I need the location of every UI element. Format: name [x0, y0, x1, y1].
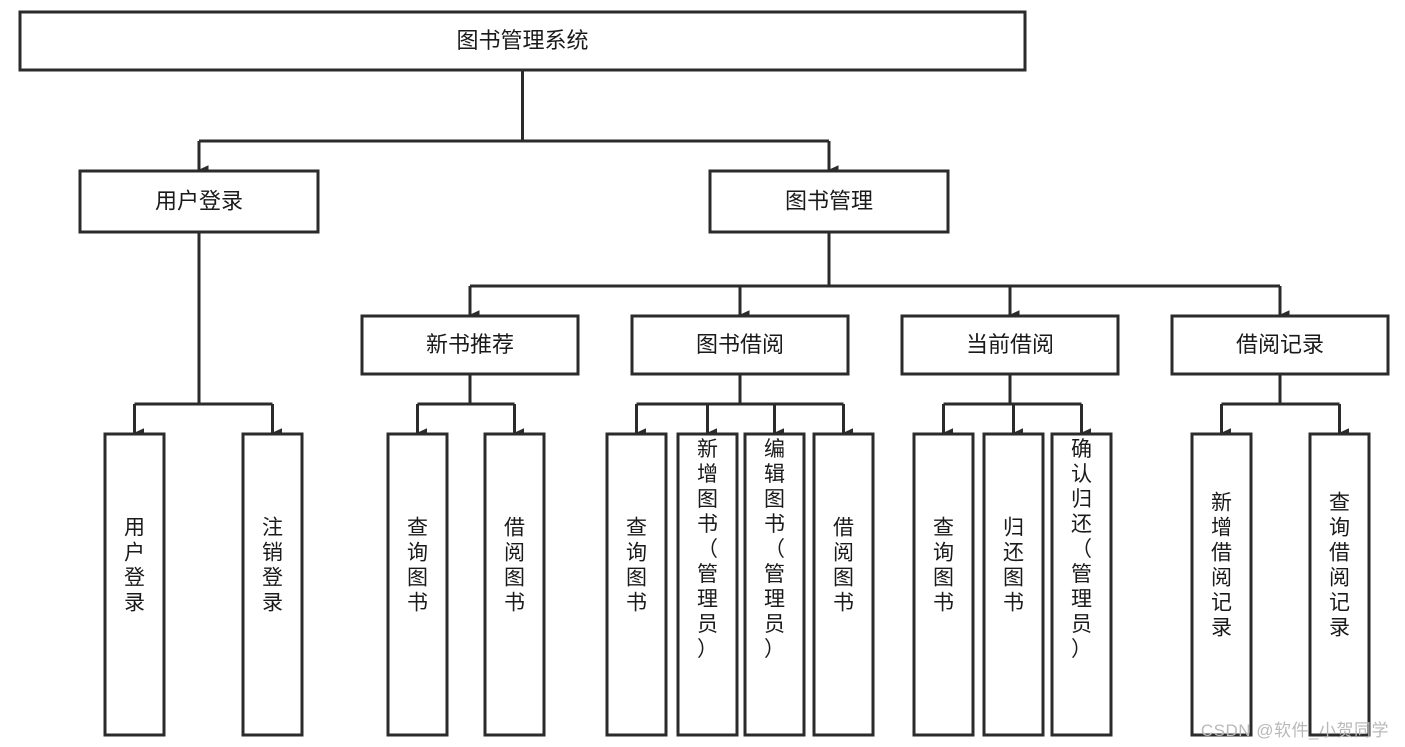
node-label-current-borrow: 当前借阅	[966, 332, 1054, 357]
node-box-borrow-record	[1170, 314, 1390, 376]
node-borrow-borrow-book[interactable]: 借阅图书	[812, 432, 875, 737]
node-box-book-borrow	[630, 314, 850, 376]
node-label-borrow-record: 借阅记录	[1236, 332, 1324, 357]
node-label-current-query-book: 查询图书	[933, 517, 954, 615]
node-box-user-login	[78, 169, 320, 234]
node-label-recommend-query-book: 查询图书	[407, 517, 428, 615]
node-box-current-confirm-return	[1050, 432, 1113, 737]
node-box-current-borrow	[900, 314, 1120, 376]
node-label-current-confirm-return: 确认归还（管理员）	[1071, 438, 1092, 661]
connector-layer	[133, 70, 1350, 438]
node-box-current-query-book	[912, 432, 975, 737]
node-borrow-record[interactable]: 借阅记录	[1170, 314, 1390, 376]
node-box-borrow-borrow-book	[812, 432, 875, 737]
node-box-borrow-query-book	[605, 432, 668, 737]
node-label-book-borrow: 图书借阅	[696, 332, 784, 357]
node-current-borrow[interactable]: 当前借阅	[900, 314, 1120, 376]
node-recommend-borrow-book[interactable]: 借阅图书	[483, 432, 546, 737]
node-label-borrow-borrow-book: 借阅图书	[833, 517, 854, 615]
node-current-return-book[interactable]: 归还图书	[982, 432, 1045, 737]
node-label-user-logout: 注销登录	[262, 517, 283, 615]
node-label-current-return-book: 归还图书	[1003, 517, 1024, 615]
node-record-add[interactable]: 新增借阅记录	[1190, 432, 1253, 737]
node-box-record-query	[1308, 432, 1371, 737]
node-book-borrow[interactable]: 图书借阅	[630, 314, 850, 376]
node-box-root	[18, 10, 1027, 72]
node-user-login[interactable]: 用户登录	[78, 169, 320, 234]
node-box-user-logout	[241, 432, 304, 737]
node-box-borrow-edit-book	[743, 432, 806, 737]
node-label-recommend-borrow-book: 借阅图书	[504, 517, 525, 615]
node-label-borrow-edit-book: 编辑图书（管理员）	[764, 438, 785, 661]
node-current-query-book[interactable]: 查询图书	[912, 432, 975, 737]
node-record-query[interactable]: 查询借阅记录	[1308, 432, 1371, 737]
node-new-book-recommend[interactable]: 新书推荐	[360, 314, 580, 376]
node-borrow-add-book[interactable]: 新增图书（管理员）	[676, 432, 739, 737]
node-box-record-add	[1190, 432, 1253, 737]
node-root[interactable]: 图书管理系统	[18, 10, 1027, 72]
node-label-user-login: 用户登录	[155, 188, 243, 213]
node-label-root: 图书管理系统	[456, 28, 588, 53]
node-label-book-manage: 图书管理	[785, 188, 873, 213]
node-label-new-book-recommend: 新书推荐	[426, 332, 514, 357]
node-recommend-query-book[interactable]: 查询图书	[386, 432, 449, 737]
node-user-login-do[interactable]: 用户登录	[103, 432, 166, 737]
node-book-manage[interactable]: 图书管理	[708, 169, 950, 234]
node-label-user-login-do: 用户登录	[124, 517, 145, 615]
node-layer: 图书管理系统用户登录用户登录注销登录图书管理新书推荐查询图书借阅图书图书借阅查询…	[18, 10, 1390, 737]
node-borrow-query-book[interactable]: 查询图书	[605, 432, 668, 737]
node-box-new-book-recommend	[360, 314, 580, 376]
node-user-logout[interactable]: 注销登录	[241, 432, 304, 737]
csdn-watermark: CSDN @软件_小贺同学	[1200, 721, 1389, 740]
node-label-record-query: 查询借阅记录	[1329, 492, 1350, 640]
node-borrow-edit-book[interactable]: 编辑图书（管理员）	[743, 432, 806, 737]
node-box-user-login-do	[103, 432, 166, 737]
node-box-current-return-book	[982, 432, 1045, 737]
node-label-record-add: 新增借阅记录	[1211, 492, 1232, 640]
node-current-confirm-return[interactable]: 确认归还（管理员）	[1050, 432, 1113, 737]
node-box-book-manage	[708, 169, 950, 234]
node-box-borrow-add-book	[676, 432, 739, 737]
node-label-borrow-query-book: 查询图书	[626, 517, 647, 615]
node-label-borrow-add-book: 新增图书（管理员）	[697, 438, 718, 661]
node-box-recommend-borrow-book	[483, 432, 546, 737]
node-box-recommend-query-book	[386, 432, 449, 737]
